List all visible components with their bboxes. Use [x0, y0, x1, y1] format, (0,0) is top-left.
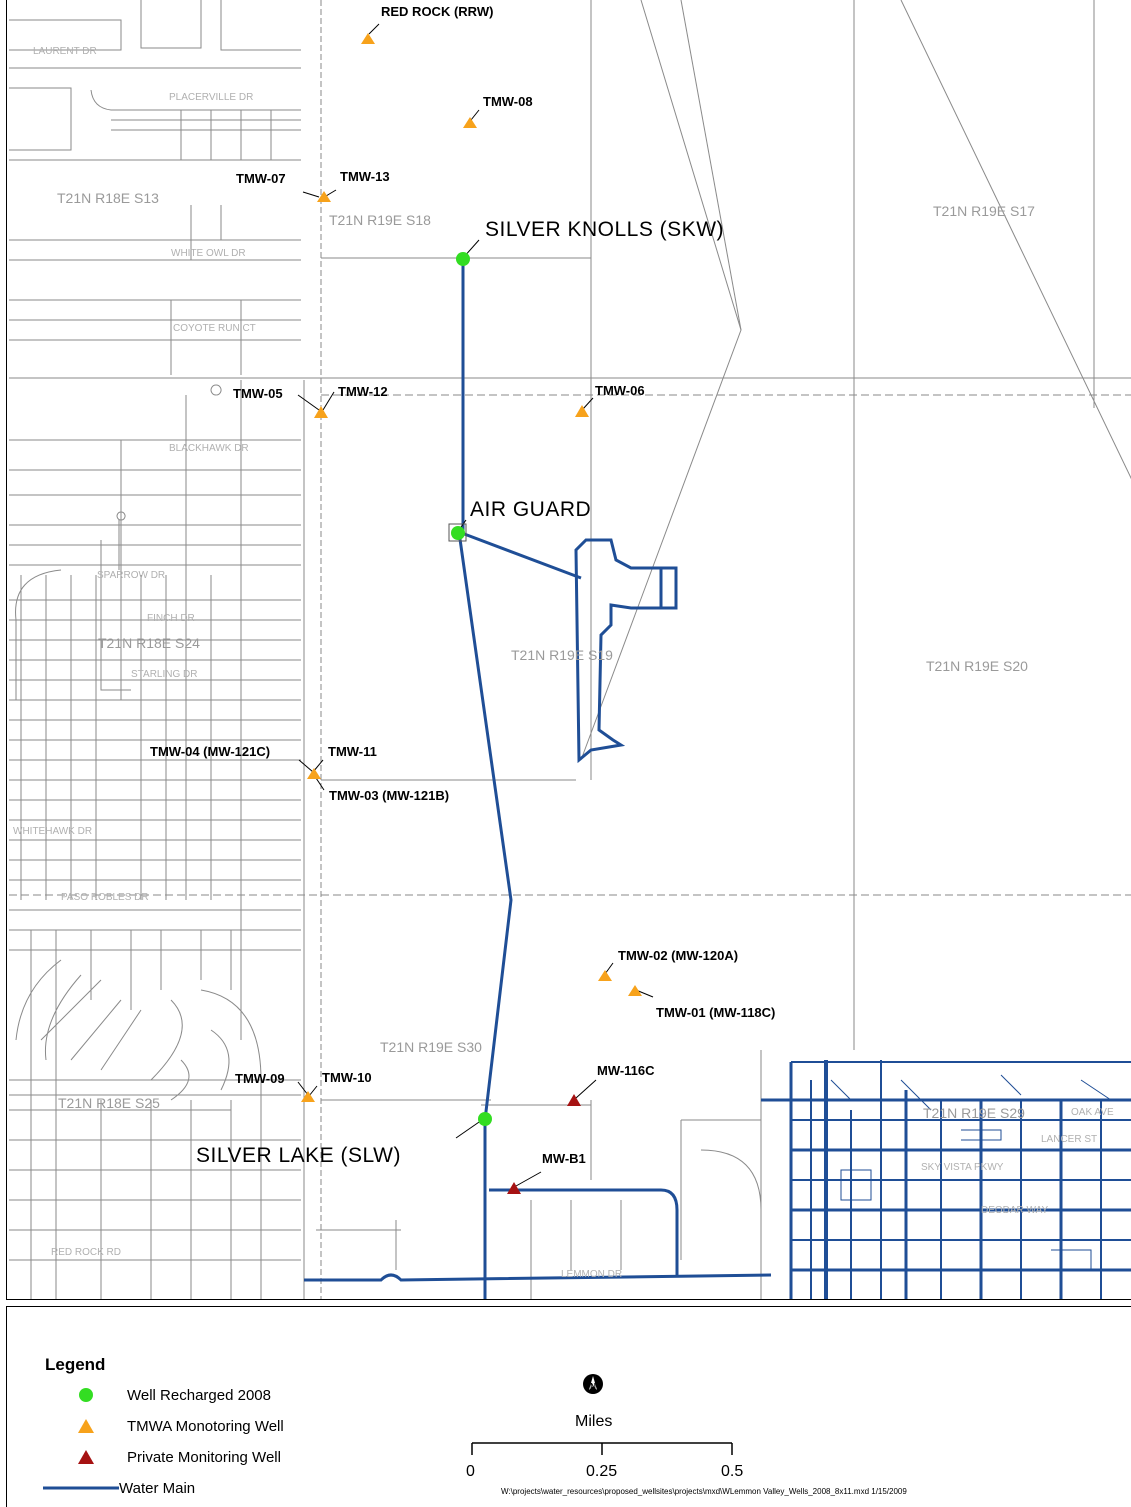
scale-bar	[469, 1437, 739, 1457]
section-label: T21N R19E S17	[933, 203, 1035, 219]
section-label: T21N R18E S13	[57, 190, 159, 206]
well-label: TMW-09	[235, 1071, 285, 1086]
legend-item: Private Monitoring Well	[37, 1446, 281, 1468]
street-label: LANCER ST	[1041, 1134, 1097, 1145]
street-label: STARLING DR	[131, 669, 198, 680]
well-label: TMW-07	[236, 171, 286, 186]
legend-item-label: Well Recharged 2008	[127, 1386, 271, 1404]
legend-item-label: Private Monitoring Well	[127, 1448, 281, 1466]
private-well-marker	[507, 1182, 521, 1194]
street-label: COYOTE RUN CT	[173, 323, 256, 334]
legend-title: Legend	[45, 1355, 106, 1374]
well-label: MW-B1	[542, 1151, 586, 1166]
well-label-major: SILVER KNOLLS (SKW)	[485, 218, 724, 241]
street-label: WHITE OWL DR	[171, 248, 246, 259]
tmwa-well-marker	[307, 768, 321, 779]
section-label: T21N R18E S25	[58, 1095, 160, 1111]
street-label: SKY VISTA PKWY	[921, 1162, 1004, 1173]
well-label: TMW-08	[483, 94, 533, 109]
north-arrow-icon: N	[581, 1372, 605, 1396]
street-label: PASO ROBLES DR	[61, 892, 149, 903]
scale-tick: 0.25	[586, 1463, 618, 1480]
well-label: TMW-03 (MW-121B)	[329, 788, 449, 803]
orange-triangle-icon	[37, 1415, 127, 1437]
tmwa-well-marker	[314, 406, 328, 418]
street-label: LAURENT DR	[33, 46, 97, 57]
recharged-well-marker	[456, 252, 470, 266]
leader-lines	[297, 23, 654, 1187]
legend-item: Water Main	[37, 1477, 195, 1499]
well-labels: RED ROCK (RRW) TMW-08 TMW-07 TMW-13 SILV…	[150, 4, 775, 1167]
tmwa-well-marker	[628, 985, 642, 996]
well-label: TMW-10	[322, 1070, 372, 1085]
tmwa-well-marker	[598, 970, 612, 981]
svg-text:N: N	[590, 1382, 596, 1391]
tmwa-well-marker	[463, 117, 477, 128]
street-label: SPARROW DR	[97, 570, 165, 581]
scale-unit: Miles	[575, 1413, 613, 1430]
legend-panel: Legend Well Recharged 2008 TMWA Monotori…	[6, 1306, 1131, 1507]
well-label: TMW-12	[338, 384, 388, 399]
blue-line-icon	[37, 1477, 119, 1499]
east-subdivision-mains	[761, 1060, 1131, 1299]
street-label: DEODAR WAY	[981, 1205, 1049, 1216]
map-frame[interactable]: T21N R18E S13 T21N R19E S18 T21N R19E S1…	[6, 0, 1131, 1300]
section-label: T21N R19E S20	[926, 658, 1028, 674]
street-label: OAK AVE	[1071, 1107, 1114, 1118]
well-label: TMW-05	[233, 386, 283, 401]
map-canvas[interactable]: T21N R18E S13 T21N R19E S18 T21N R19E S1…	[7, 0, 1131, 1299]
well-markers	[301, 33, 642, 1194]
file-path-note: W:\projects\water_resources\proposed_wel…	[501, 1487, 907, 1496]
well-label: TMW-06	[595, 383, 645, 398]
street-label: WHITEHAWK DR	[13, 826, 92, 837]
recharged-well-marker	[451, 526, 465, 540]
street-label: LEMMON DR	[561, 1269, 622, 1280]
scale-tick: 0.5	[721, 1463, 744, 1480]
legend-item: Well Recharged 2008	[37, 1384, 271, 1406]
well-label: TMW-04 (MW-121C)	[150, 744, 270, 759]
private-well-marker	[567, 1094, 581, 1106]
recharged-well-marker	[478, 1112, 492, 1126]
section-label: T21N R18E S24	[98, 635, 200, 651]
legend-item: TMWA Monotoring Well	[37, 1415, 284, 1437]
well-label: TMW-11	[328, 744, 377, 759]
section-labels: T21N R18E S13 T21N R19E S18 T21N R19E S1…	[57, 190, 1035, 1121]
well-label: TMW-13	[340, 169, 390, 184]
legend-item-label: TMWA Monotoring Well	[127, 1417, 284, 1435]
well-label-major: SILVER LAKE (SLW)	[196, 1144, 401, 1167]
red-triangle-icon	[37, 1446, 127, 1468]
parcel-lines	[9, 0, 1131, 1299]
well-label-major: AIR GUARD	[470, 498, 591, 521]
well-label: MW-116C	[597, 1063, 655, 1078]
street-label: BLACKHAWK DR	[169, 443, 249, 454]
street-label: FINCH DR	[147, 613, 195, 624]
section-label: T21N R19E S19	[511, 647, 613, 663]
tmwa-well-marker	[301, 1091, 315, 1102]
tmwa-well-marker	[317, 191, 331, 202]
green-circle-icon	[37, 1384, 127, 1406]
section-label: T21N R19E S18	[329, 212, 431, 228]
well-label: TMW-01 (MW-118C)	[656, 1005, 775, 1020]
section-label: T21N R19E S30	[380, 1039, 482, 1055]
well-label: TMW-02 (MW-120A)	[618, 948, 738, 963]
tmwa-well-marker	[575, 405, 589, 417]
section-label: T21N R19E S29	[923, 1105, 1025, 1121]
tmwa-well-marker	[361, 33, 375, 44]
street-label: RED ROCK RD	[51, 1247, 121, 1258]
legend-item-label: Water Main	[119, 1479, 196, 1497]
street-label: PLACERVILLE DR	[169, 92, 253, 103]
street-labels: LAURENT DR PLACERVILLE DR WHITE OWL DR C…	[13, 46, 1114, 1280]
water-main-lines	[304, 260, 772, 1299]
air-guard-box	[448, 523, 467, 542]
scale-tick: 0	[466, 1463, 475, 1480]
well-label: RED ROCK (RRW)	[381, 4, 493, 19]
